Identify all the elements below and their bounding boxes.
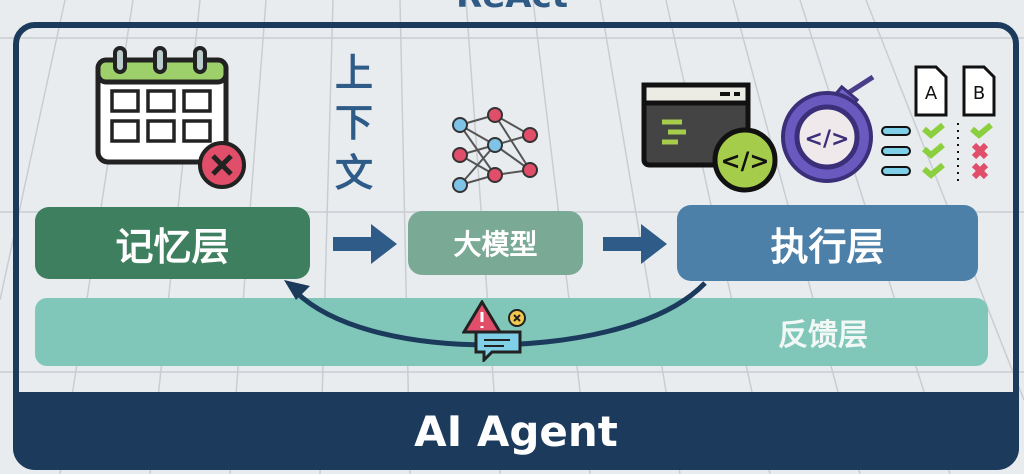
diagram-title: ReAct (0, 0, 1024, 16)
arrow-right-icon (603, 224, 667, 264)
warning-message-icon (462, 300, 526, 362)
arrow-right-icon (333, 224, 397, 264)
neural-network-icon (452, 107, 538, 193)
doc-b-label: B (973, 83, 985, 104)
context-label: 上下文 (334, 51, 373, 195)
svg-text:</>: </> (721, 147, 770, 175)
code-bomb-icon: </> (781, 75, 875, 183)
ab-test-icon: A B (881, 65, 996, 181)
code-window-icon: </> (641, 82, 778, 193)
llm-box: 大模型 (408, 211, 583, 275)
ai-agent-footer: AI Agent (13, 392, 1019, 470)
svg-text:</>: </> (805, 127, 850, 152)
calendar-x-icon (95, 46, 246, 189)
memory-layer: 记忆层 (35, 207, 310, 279)
doc-a-label: A (925, 83, 938, 104)
execution-layer: 执行层 (677, 205, 978, 281)
